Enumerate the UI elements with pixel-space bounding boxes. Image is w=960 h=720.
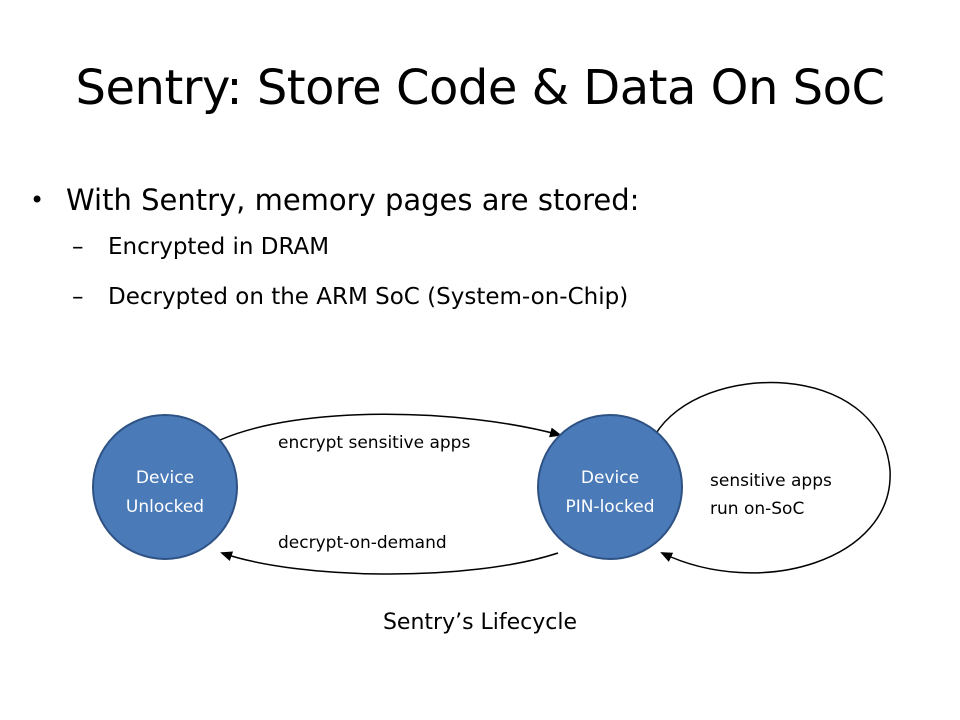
- edge-label-self-loop-line-1: sensitive apps: [710, 471, 832, 491]
- slide-title: Sentry: Store Code & Data On SoC: [75, 60, 885, 116]
- dash-icon: –: [72, 234, 84, 260]
- node-unlocked-line-2: Unlocked: [126, 497, 204, 517]
- edge-encrypt-arrow: [219, 413, 562, 441]
- edge-decrypt-arrow: [220, 551, 559, 575]
- node-pin-locked-line-1: Device: [581, 468, 639, 488]
- edge-label-encrypt: encrypt sensitive apps: [278, 433, 470, 453]
- bullet-list: • With Sentry, memory pages are stored: …: [30, 178, 639, 322]
- sub-bullet-1-text: Encrypted in DRAM: [108, 234, 330, 260]
- edge-label-self-loop-line-2: run on-SoC: [710, 499, 804, 519]
- node-unlocked-line-1: Device: [136, 468, 194, 488]
- sub-bullet-2-text: Decrypted on the ARM SoC (System-on-Chip…: [108, 284, 629, 310]
- bullet-main-text: With Sentry, memory pages are stored:: [66, 183, 640, 217]
- diagram-caption: Sentry’s Lifecycle: [382, 610, 578, 635]
- edge-self-loop-arrow: [654, 381, 891, 574]
- bullet-dot-icon: •: [30, 186, 45, 214]
- node-device-pin-locked: Device PIN-locked: [537, 414, 683, 560]
- sub-bullet-2: – Decrypted on the ARM SoC (System-on-Ch…: [30, 272, 639, 322]
- bullet-main: • With Sentry, memory pages are stored:: [30, 178, 639, 222]
- dash-icon: –: [72, 284, 84, 310]
- node-pin-locked-line-2: PIN-locked: [565, 497, 654, 517]
- sub-bullet-1: – Encrypted in DRAM: [30, 222, 639, 272]
- edge-label-decrypt: decrypt-on-demand: [278, 533, 447, 553]
- node-device-unlocked: Device Unlocked: [92, 414, 238, 560]
